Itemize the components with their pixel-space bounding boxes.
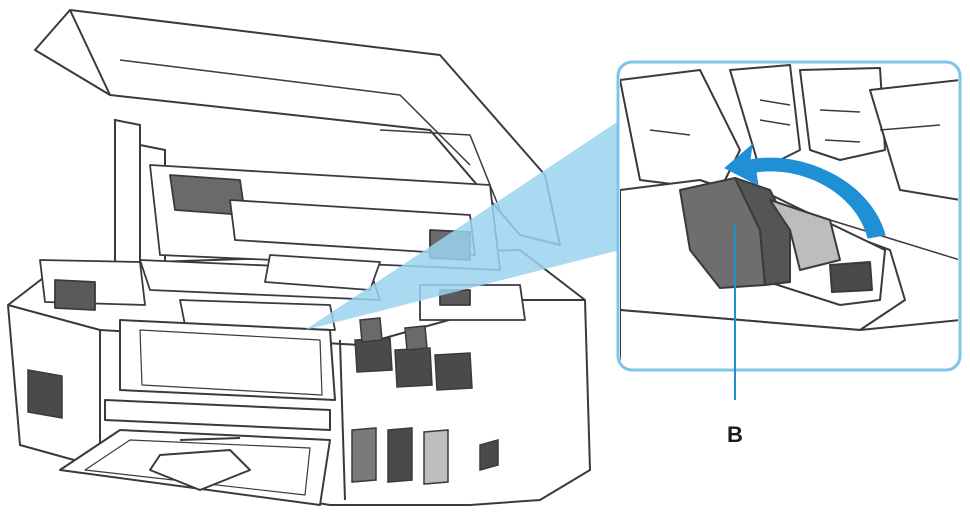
ink-tank-caps — [354, 317, 473, 391]
callout-detail — [616, 60, 962, 372]
callout-label-b: B — [727, 422, 743, 447]
ink-tank-windows — [351, 427, 499, 485]
callout-label-group: B — [727, 225, 743, 447]
callout-beam — [305, 120, 620, 330]
paper-output-tray — [59, 319, 336, 506]
rotation-arrow-icon — [724, 143, 886, 239]
left-vent-grill — [27, 369, 63, 419]
